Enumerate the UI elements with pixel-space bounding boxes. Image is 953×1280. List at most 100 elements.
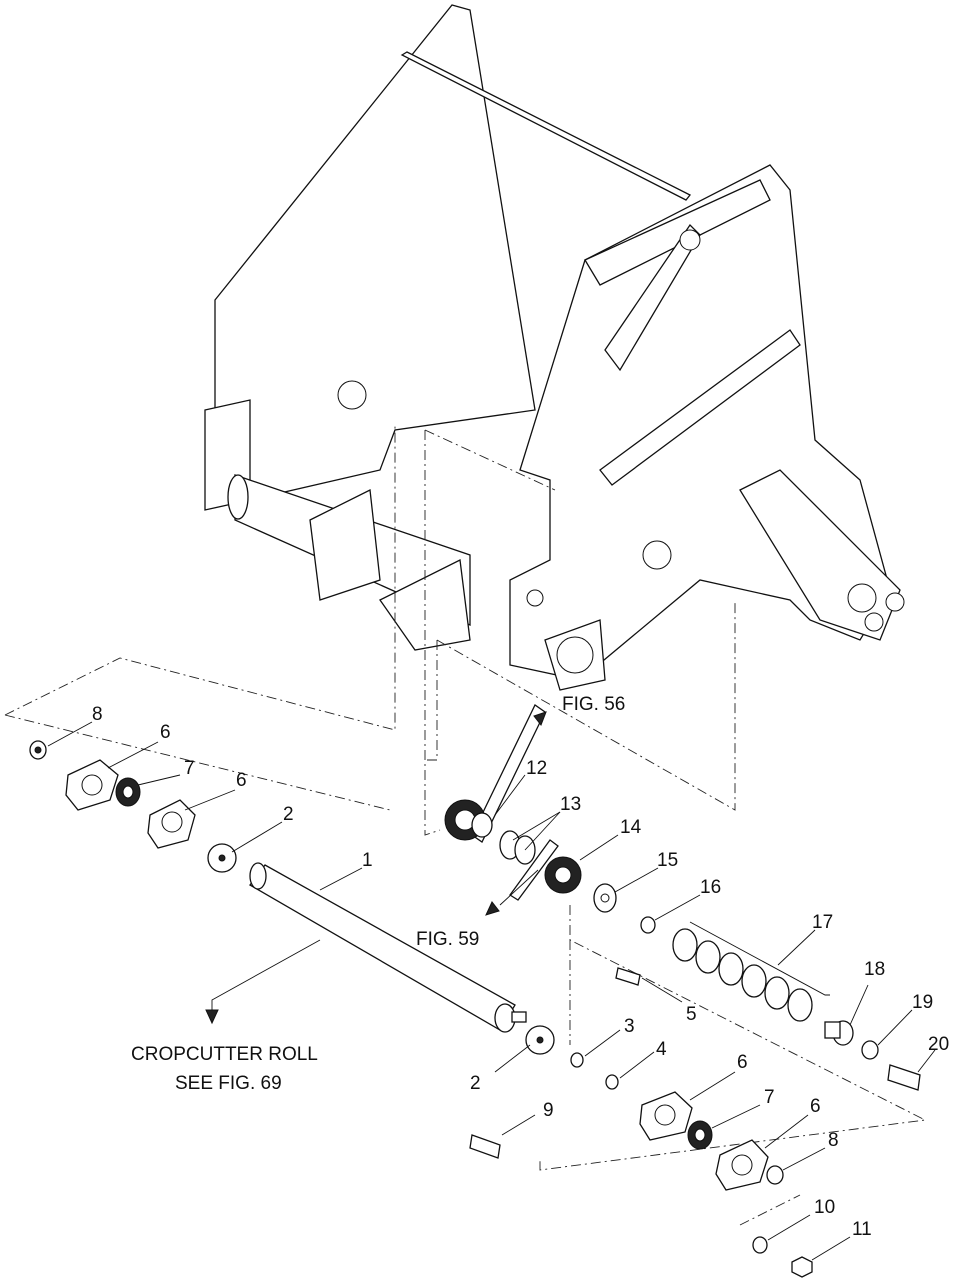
part-8-washer-left-hole (34, 746, 42, 754)
part-1-roll-end-left (249, 862, 267, 890)
baler-frame-assembly (204, 4, 905, 691)
frame-hole-right (642, 540, 672, 570)
callout-6-left-a: 6 (160, 722, 171, 743)
part-17-spacer-6 (787, 988, 813, 1022)
part-17-spacer-4 (741, 964, 767, 998)
callout-11: 11 (852, 1219, 872, 1240)
dash-drive-box (425, 640, 438, 761)
leader-fig59 (499, 869, 539, 906)
leader-19 (877, 1009, 913, 1046)
bearing-bore (556, 636, 594, 674)
part-19-washer (861, 1040, 879, 1060)
ref-fig-56: FIG. 56 (562, 694, 625, 715)
callout-19: 19 (912, 992, 933, 1013)
bracket-17 (689, 921, 830, 996)
part-10-washer (752, 1236, 768, 1254)
callout-6-left-b: 6 (236, 770, 247, 791)
part-6-flange-right-a-bore (654, 1104, 676, 1126)
leader-4 (619, 1051, 655, 1079)
leader-8a (47, 721, 93, 747)
callout-9: 9 (543, 1100, 554, 1121)
top-cross-rod (400, 51, 692, 201)
diagonal-brace (599, 329, 801, 486)
left-side-sheet (214, 4, 536, 501)
part-7-bearing-left-bore (122, 785, 134, 799)
leader-6a (107, 741, 159, 769)
hitch-boss-1 (847, 583, 877, 613)
callout-labels: 8 6 7 6 2 1 12 13 14 15 16 17 18 19 20 5… (92, 704, 949, 1240)
part-5-bolt (615, 967, 641, 986)
reference-captions: FIG. 56 FIG. 59 CROPCUTTER ROLL SEE FIG.… (131, 694, 625, 1094)
callout-7-left: 7 (184, 758, 195, 779)
leader-11 (811, 1236, 851, 1261)
part-2-end-plate-right-hole (536, 1036, 544, 1044)
callout-6-right-b: 6 (810, 1096, 821, 1117)
part-2-end-plate-left-hole (218, 854, 226, 862)
ref-cropcutter-line1: CROPCUTTER ROLL (131, 1044, 318, 1065)
leader-2b (494, 1044, 531, 1073)
callout-20: 20 (928, 1034, 949, 1055)
part-14-sprocket-hub (554, 866, 572, 884)
exploded-parts (29, 704, 921, 1278)
dash-right-lower (539, 905, 927, 1171)
leader-16 (654, 894, 701, 921)
leader-18 (849, 984, 869, 1026)
frame-hole-top (679, 229, 701, 251)
callout-13: 13 (560, 794, 581, 815)
leader-15 (614, 867, 659, 893)
leader-13b (524, 811, 561, 851)
part-1-roll-shaft (511, 1011, 527, 1023)
part-20-bolt (887, 1064, 921, 1091)
dash-drive-group (424, 430, 441, 836)
slotted-plate (604, 223, 701, 372)
part-4-lockwasher (605, 1074, 619, 1090)
leader-17 (777, 929, 816, 966)
part-3-washer (570, 1052, 584, 1068)
dash-fig56-box (436, 600, 736, 811)
part-17-spacer-3 (718, 952, 744, 986)
part-9-bolt (469, 1134, 501, 1159)
part-7-bearing-right-bore (694, 1128, 706, 1142)
hitch-boss-3 (864, 612, 884, 632)
leader-5 (641, 977, 683, 1003)
alignment-lines (4, 425, 927, 1226)
tube-bracket-left (309, 489, 381, 601)
leader-cropcutter (211, 939, 321, 1015)
arrow-fig56 (533, 711, 547, 727)
callout-8-right: 8 (828, 1130, 839, 1151)
part-8-washer-right (766, 1165, 784, 1185)
leader-9 (501, 1114, 536, 1136)
leader-lines (47, 711, 936, 1261)
leader-7b (711, 1104, 761, 1129)
callout-12: 12 (526, 758, 547, 779)
part-11-nut (791, 1256, 813, 1278)
callout-14: 14 (620, 817, 642, 838)
part-18-bushing-stem (824, 1021, 841, 1039)
ref-fig-59: FIG. 59 (416, 929, 479, 950)
leader-10 (767, 1214, 811, 1241)
leader-14 (579, 834, 619, 861)
callout-18: 18 (864, 959, 885, 980)
leader-3 (584, 1029, 621, 1057)
callout-3: 3 (624, 1016, 635, 1037)
leader-2a (231, 821, 283, 853)
callout-4: 4 (656, 1039, 667, 1060)
arrow-cropcutter (205, 1009, 219, 1025)
leader-8b (782, 1147, 826, 1171)
cross-tube-end (227, 474, 249, 520)
callout-5: 5 (686, 1004, 697, 1025)
callout-6-right-a: 6 (737, 1052, 748, 1073)
callout-16: 16 (700, 877, 721, 898)
leader-7a (137, 774, 181, 786)
right-frame-brace (584, 179, 771, 286)
leader-13a (512, 811, 561, 841)
callout-15: 15 (657, 850, 678, 871)
callout-7-right: 7 (764, 1087, 775, 1108)
part-16-washer (640, 916, 656, 934)
frame-hole-left (337, 380, 367, 410)
part-17-spacer-1 (672, 928, 698, 962)
leader-12 (494, 774, 526, 816)
part-17-spacer-2 (695, 940, 721, 974)
leader-6c (689, 1071, 736, 1101)
